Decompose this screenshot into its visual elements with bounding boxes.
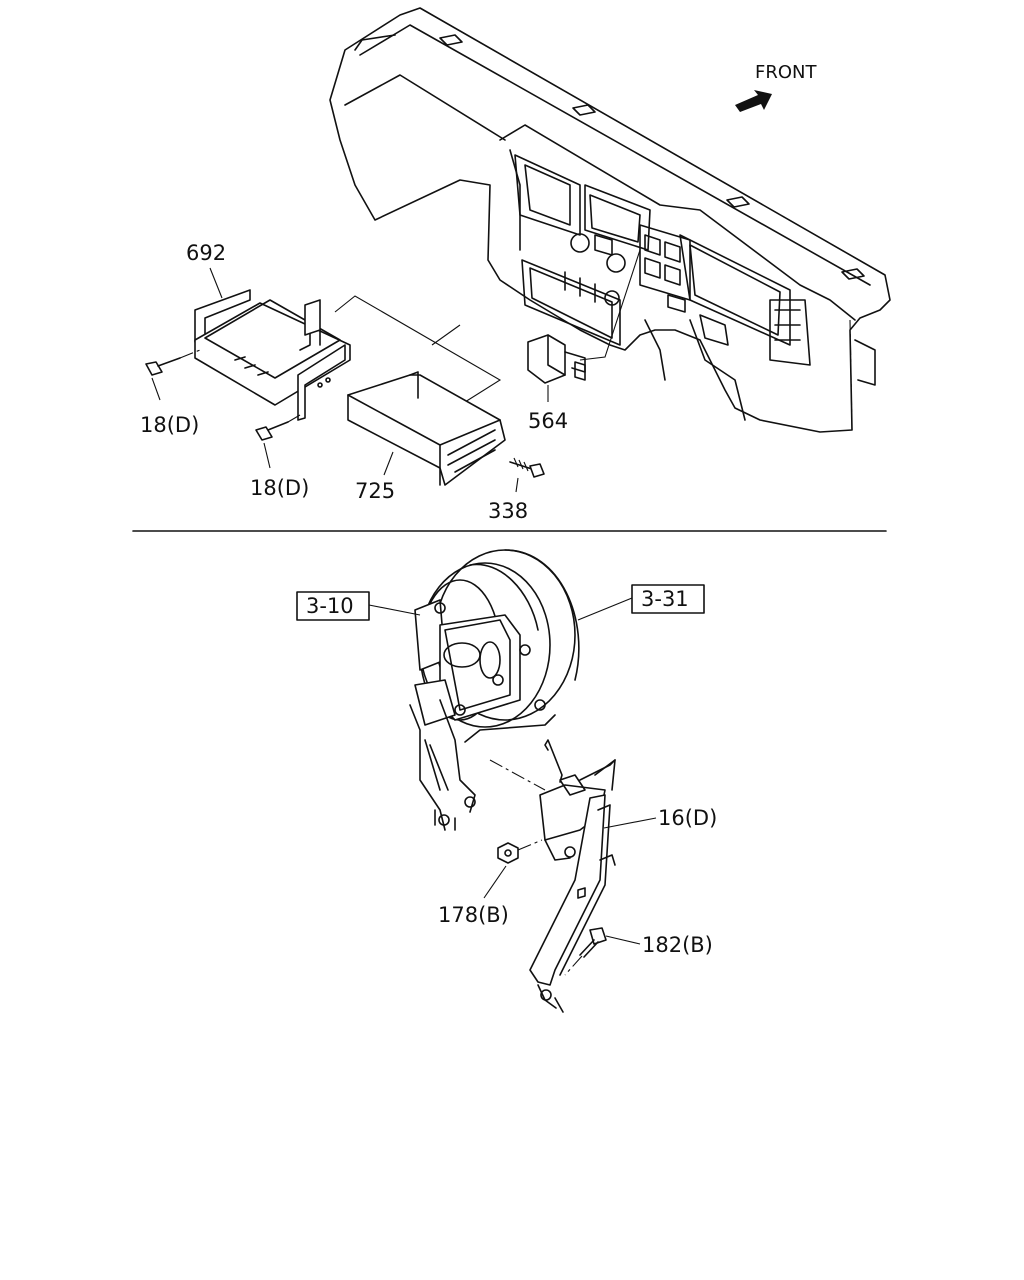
part-338-screw: 338 [488, 457, 545, 523]
callout-725: 725 [355, 479, 395, 503]
instrument-panel [329, 7, 891, 433]
part-182-bolt: 182(B) [564, 927, 713, 976]
reference-3-10: 3-10 [296, 591, 421, 621]
callout-564: 564 [528, 409, 568, 433]
part-16-bracket: 16(D) [529, 739, 717, 1013]
callout-18d-upper: 18(D) [140, 413, 199, 437]
assembly-guide-lines [334, 295, 502, 403]
front-label: FRONT [755, 62, 817, 83]
part-18-screw-a: 18(D) [140, 349, 201, 437]
part-18-screw-b: 18(D) [250, 414, 309, 500]
callout-338: 338 [488, 499, 528, 523]
callout-178b: 178(B) [438, 903, 509, 927]
part-564-switch: 564 [527, 249, 641, 433]
brake-booster-assembly [409, 549, 580, 831]
front-direction-indicator: FRONT [735, 62, 817, 112]
ref-label-3-10: 3-10 [306, 594, 354, 618]
part-725-pocket: 725 [347, 371, 506, 503]
ref-label-3-31: 3-31 [641, 587, 689, 611]
part-692-bracket: 692 [186, 241, 351, 421]
callout-692: 692 [186, 241, 226, 265]
callout-182b: 182(B) [642, 933, 713, 957]
part-178-nut: 178(B) [438, 839, 543, 927]
callout-18d-lower: 18(D) [250, 476, 309, 500]
callout-16d: 16(D) [658, 806, 717, 830]
reference-3-31: 3-31 [577, 584, 705, 621]
front-arrow-icon [735, 90, 772, 112]
